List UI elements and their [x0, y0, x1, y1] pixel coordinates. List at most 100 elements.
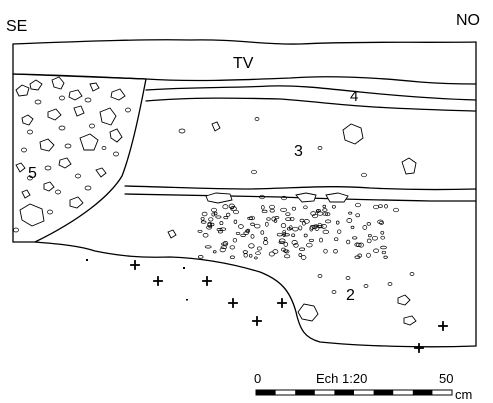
- pebble: [249, 215, 255, 221]
- pebble: [254, 223, 261, 229]
- pebble: [219, 221, 224, 226]
- pebble: [84, 97, 92, 103]
- pebble: [206, 225, 212, 230]
- pebble: [233, 219, 238, 224]
- pebble: [303, 205, 308, 210]
- pebble: [346, 239, 351, 245]
- layer-label-tv: TV: [233, 55, 254, 72]
- pebble: [55, 189, 61, 195]
- cross-marker: [228, 298, 238, 308]
- pebble: [300, 255, 307, 260]
- pebble: [229, 255, 235, 260]
- pebble: [380, 235, 385, 240]
- pebble: [323, 248, 328, 254]
- pebble: [216, 228, 223, 232]
- pebble: [259, 194, 265, 200]
- stone: [21, 189, 31, 199]
- pebble: [322, 229, 330, 235]
- pebble: [255, 251, 261, 256]
- pebble: [378, 204, 383, 208]
- pebble: [84, 185, 92, 191]
- layer-2-top-line: [124, 193, 477, 202]
- layer-4-top-line: [145, 85, 477, 101]
- pebble: [346, 218, 353, 223]
- pebble: [299, 247, 306, 251]
- scale-segment-filled: [412, 390, 433, 395]
- pebble: [283, 254, 291, 259]
- pebble: [235, 231, 241, 235]
- pebble: [285, 217, 292, 221]
- pebble: [280, 207, 287, 212]
- stone: [73, 105, 85, 117]
- pebble: [379, 220, 384, 225]
- pebble: [125, 107, 131, 113]
- pebble: [269, 208, 275, 213]
- stone: [342, 123, 364, 145]
- pebble: [197, 229, 203, 233]
- pebble: [211, 212, 216, 217]
- layer-4-base-line: [145, 97, 477, 112]
- pit-5-stones: [13, 76, 131, 233]
- pebble: [202, 233, 209, 238]
- pebble: [325, 212, 331, 217]
- pebble: [299, 218, 305, 223]
- pebble: [350, 225, 355, 230]
- pebble: [303, 233, 308, 238]
- stone: [51, 76, 65, 90]
- scale-title: Ech 1:20: [316, 371, 367, 386]
- pebble: [317, 225, 324, 229]
- pebble: [240, 233, 246, 237]
- pebble: [409, 272, 415, 276]
- pebble: [254, 117, 260, 121]
- tick-mark: [186, 299, 188, 301]
- pebble: [352, 236, 358, 240]
- scale-segment-filled: [295, 390, 315, 395]
- stone: [47, 108, 62, 121]
- pebble: [250, 234, 255, 239]
- pebble: [222, 241, 229, 247]
- pebble: [260, 205, 265, 210]
- scale-segment-filled: [334, 390, 354, 395]
- pebble: [280, 223, 287, 229]
- pebble: [212, 250, 217, 254]
- pebble: [207, 221, 213, 227]
- pebble: [281, 195, 287, 201]
- stone: [109, 128, 123, 143]
- pebble: [373, 248, 380, 253]
- pebble: [34, 99, 42, 105]
- pebble: [278, 240, 285, 244]
- pebble: [345, 276, 351, 280]
- pebble: [289, 216, 295, 222]
- pebble: [291, 206, 297, 211]
- pebble: [271, 216, 276, 222]
- pebble: [47, 209, 53, 215]
- pebble: [250, 222, 255, 226]
- stone: [15, 84, 30, 97]
- pebble: [366, 252, 371, 258]
- pebble: [27, 129, 33, 135]
- stone: [325, 192, 349, 203]
- pebble: [310, 211, 317, 216]
- ground-surface-line: [12, 39, 477, 45]
- pebble: [21, 147, 27, 153]
- pebble: [276, 232, 283, 237]
- pebble: [284, 249, 290, 254]
- pebble: [75, 173, 81, 179]
- stone: [95, 167, 107, 178]
- pebble: [298, 225, 303, 231]
- pebble: [256, 246, 262, 251]
- tick-mark: [86, 259, 88, 261]
- pebble: [223, 216, 229, 220]
- scale-min-label: 0: [254, 371, 261, 386]
- pebble: [306, 242, 313, 248]
- pebble: [333, 249, 338, 254]
- pebble: [322, 204, 327, 209]
- pebble: [322, 208, 328, 212]
- pebble: [245, 229, 249, 233]
- pebble: [314, 224, 318, 228]
- section-outline: [12, 39, 477, 348]
- pebble: [248, 243, 255, 249]
- pebble: [285, 212, 291, 216]
- scale-bar: Ech 1:20 0 50 cm: [254, 371, 472, 402]
